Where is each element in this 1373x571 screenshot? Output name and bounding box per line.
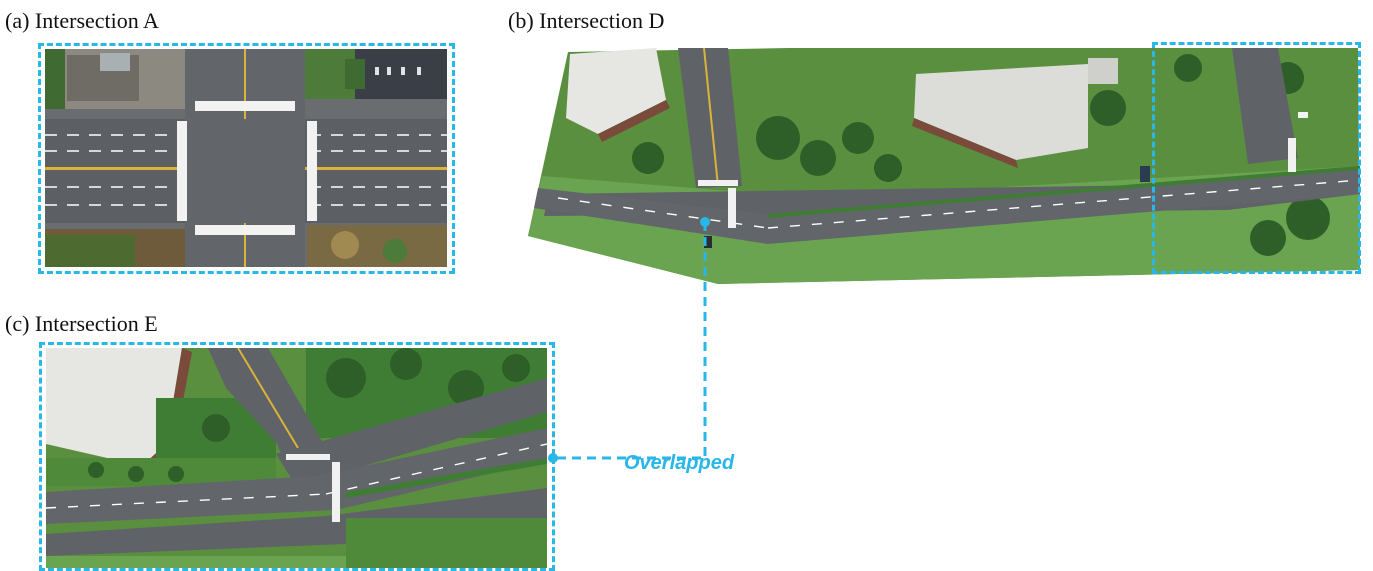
connector-endpoint-top [700,217,710,227]
caption-intersection-e: (c) Intersection E [5,311,158,336]
caption-intersection-a: (a) Intersection A [5,8,159,33]
connector-endpoint-left [548,453,558,463]
intersection-a-aerial-image [45,49,447,267]
overlapped-label: Overlapped [624,452,735,474]
intersection-e-aerial-image [46,348,547,568]
caption-intersection-d: (b) Intersection D [508,8,665,33]
